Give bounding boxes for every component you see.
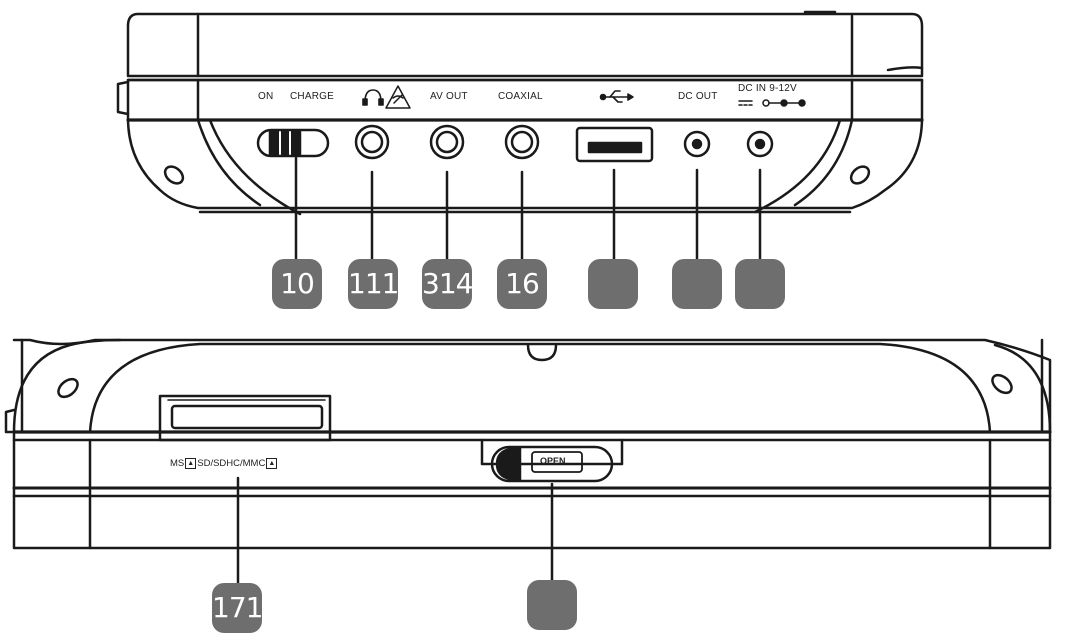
callout-dc-out (672, 259, 722, 309)
charge-label: CHARGE (290, 91, 334, 102)
av-out-jack (429, 124, 465, 160)
card-slot-label: MS▲SD/SDHC/MMC▲ (170, 458, 278, 469)
usb-icon (599, 90, 634, 103)
usb-port (575, 126, 654, 163)
on-label: ON (258, 91, 274, 102)
callout-open (527, 580, 577, 630)
volume-warning-icon (385, 85, 411, 109)
callout-1112: 1112 (348, 259, 398, 309)
callout-171: 171 (212, 583, 262, 633)
headphone-jack (354, 124, 390, 160)
callout-16: 16 (497, 259, 547, 309)
top-device-outline (116, 10, 924, 216)
dc-out-jack (683, 130, 711, 158)
top-leader-lines (294, 156, 762, 264)
card-slot (158, 394, 332, 442)
sd-label: SD/SDHC/MMC (197, 458, 266, 470)
lock-icon: ▲ (266, 458, 278, 469)
callout-dc-in (735, 259, 785, 309)
coaxial-label: COAXIAL (498, 91, 543, 102)
bottom-device-outline (4, 338, 1052, 550)
coaxial-jack (504, 124, 540, 160)
bottom-leader-lines (236, 476, 554, 590)
dc-out-label: DC OUT (678, 91, 718, 102)
dc-in-label: DC IN 9-12V (738, 83, 797, 94)
lock-icon: ▲ (185, 458, 197, 469)
dc-polarity-icon (738, 99, 806, 107)
callout-usb (588, 259, 638, 309)
power-switch (256, 128, 330, 158)
open-latch (480, 438, 624, 483)
ms-label: MS (170, 458, 185, 470)
dc-in-jack (746, 130, 774, 158)
callout-10: 10 (272, 259, 322, 309)
av-out-label: AV OUT (430, 91, 468, 102)
open-label: OPEN (540, 456, 566, 466)
headphone-icon (362, 89, 384, 106)
